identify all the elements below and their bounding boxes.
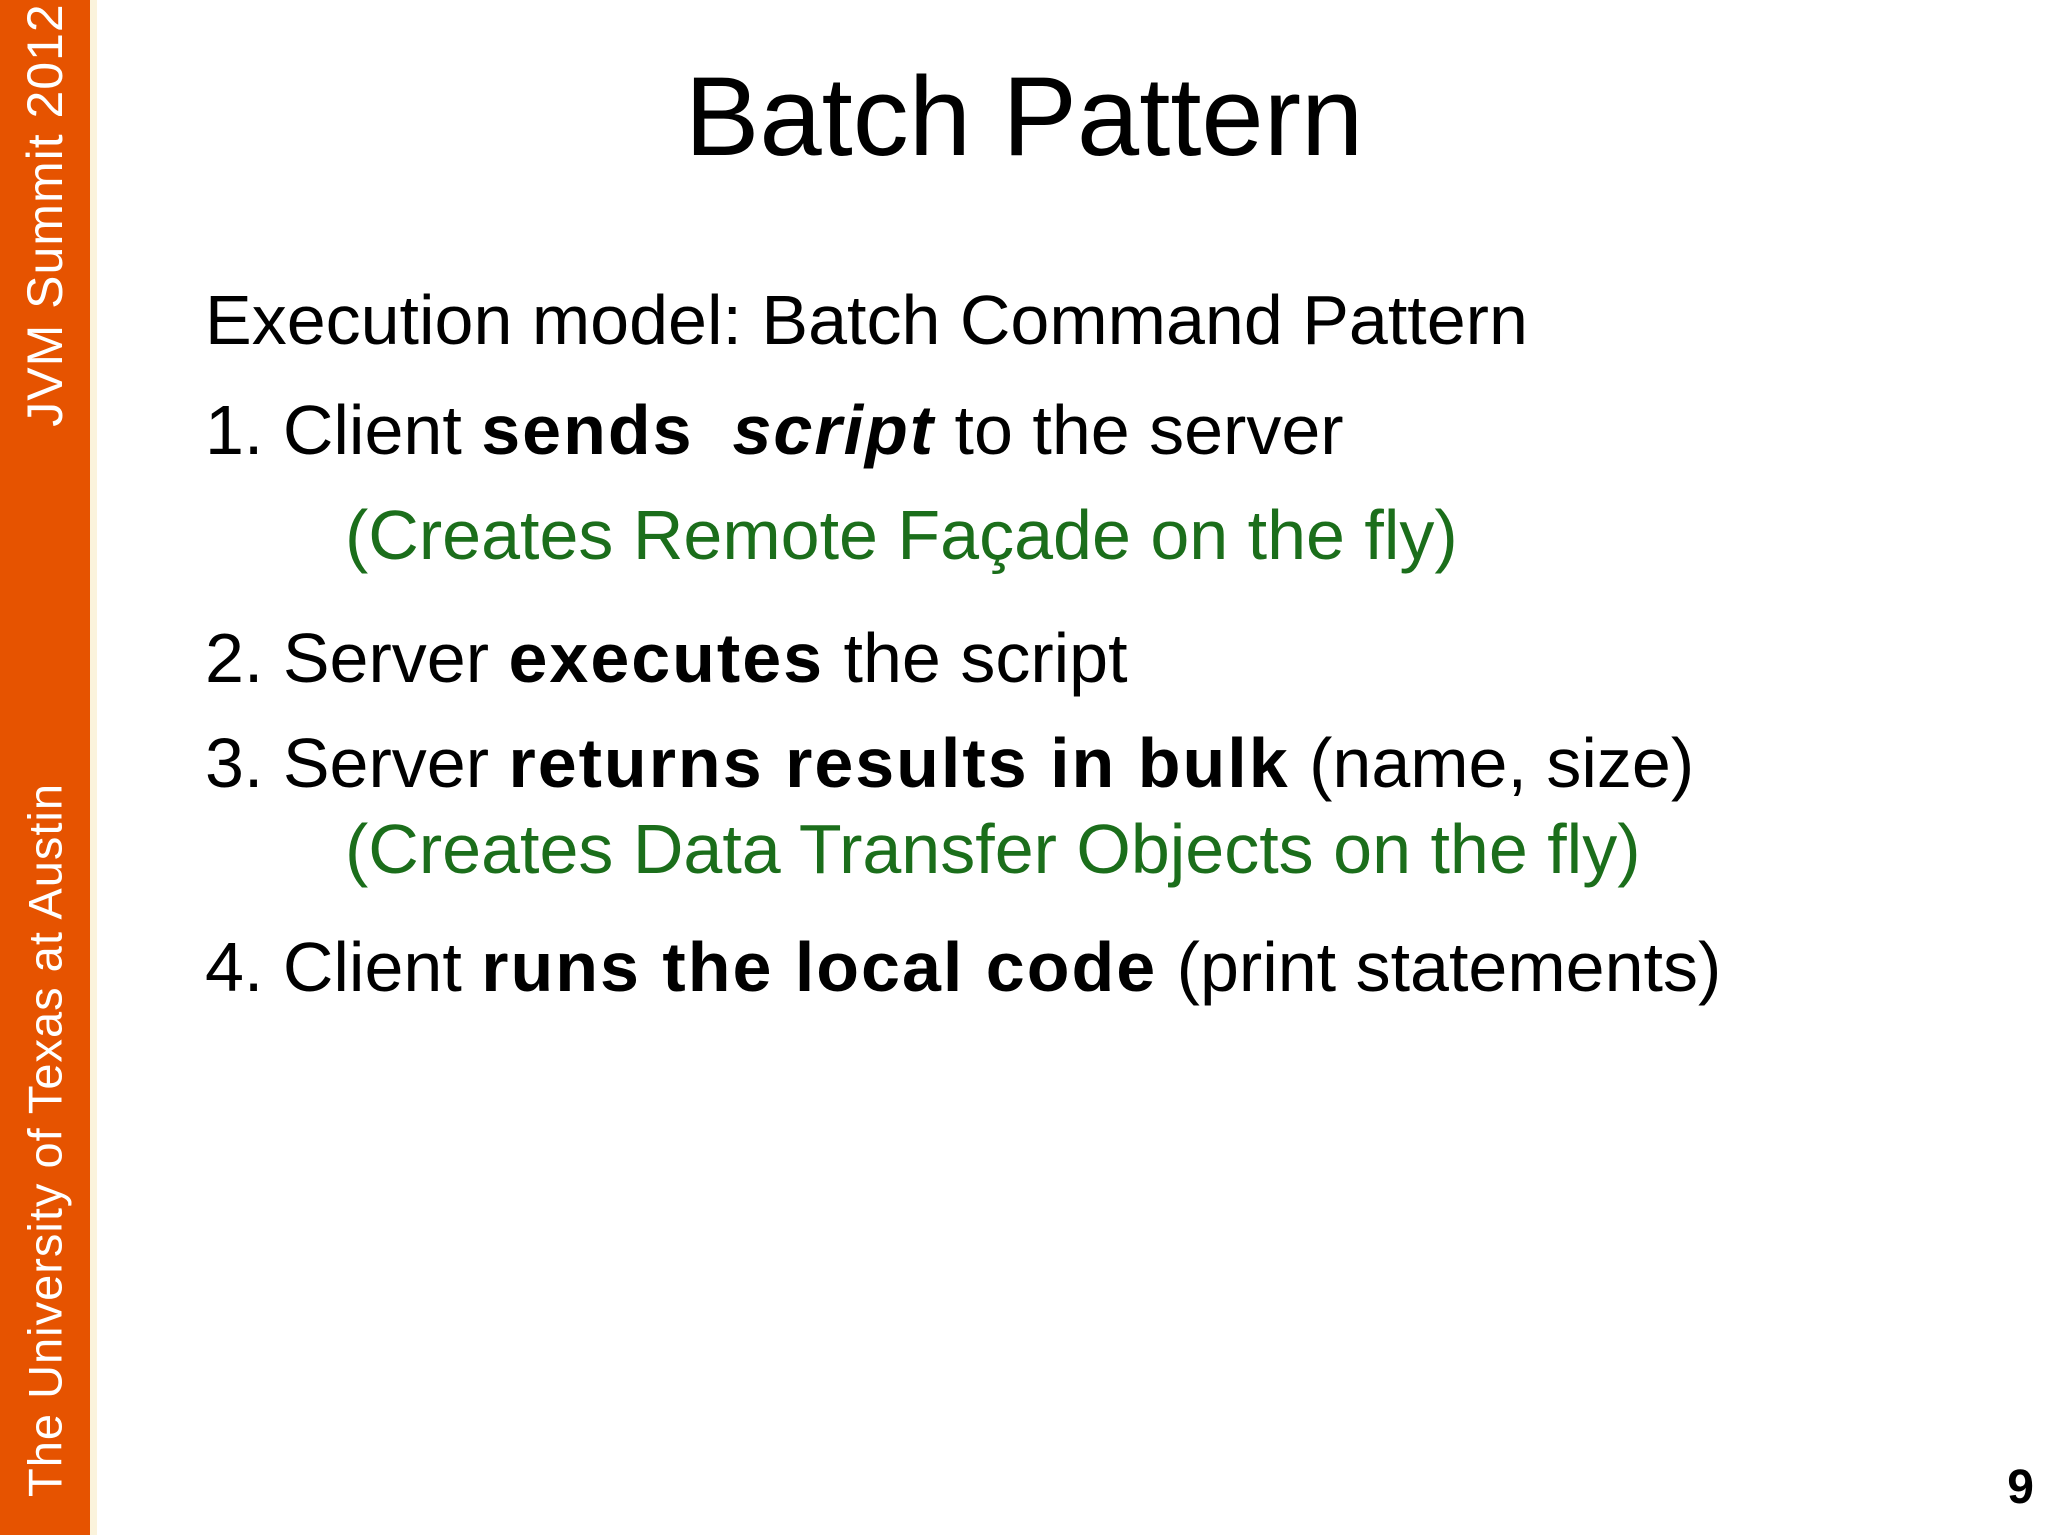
item2-pre-text: 2. Server: [205, 619, 509, 697]
item3-post-text: (name, size): [1289, 724, 1695, 802]
item2-post-text: the script: [824, 619, 1128, 697]
item1-italic-text: script: [732, 391, 936, 469]
list-item-4: 4. Client runs the local code (print sta…: [205, 928, 1722, 1006]
item1-bold-text: sends: [481, 391, 694, 469]
item4-pre-text: 4. Client: [205, 928, 482, 1006]
list-item-2: 2. Server executes the script: [205, 619, 1128, 697]
sidebar-orange-bar: [0, 0, 90, 1535]
execution-model-line: Execution model: Batch Command Pattern: [205, 281, 1528, 359]
item4-bold-text: runs the local code: [481, 928, 1158, 1006]
item4-post-text: (print statements): [1157, 928, 1722, 1006]
list-item-1: 1. Client sends script to the server: [205, 391, 1344, 469]
green-note-1: (Creates Remote Façade on the fly): [345, 496, 1458, 574]
execution-model-text: Execution model: Batch Command Pattern: [205, 281, 1528, 359]
item3-bold-text: returns results in bulk: [508, 724, 1290, 802]
item1-pre-text: 1. Client: [205, 391, 482, 469]
item1-gap-text: [694, 391, 733, 469]
list-item-3: 3. Server returns results in bulk (name,…: [205, 724, 1695, 802]
sidebar-cream-edge: [90, 0, 97, 1535]
item3-pre-text: 3. Server: [205, 724, 509, 802]
page-number: 9: [2007, 1461, 2034, 1514]
item2-bold-text: executes: [508, 619, 825, 697]
slide-title: Batch Pattern: [684, 54, 1364, 179]
item1-post-text: to the server: [935, 391, 1344, 469]
sidebar-university-label: The University of Texas at Austin: [18, 783, 72, 1497]
green-note-2: (Creates Data Transfer Objects on the fl…: [345, 810, 1641, 888]
